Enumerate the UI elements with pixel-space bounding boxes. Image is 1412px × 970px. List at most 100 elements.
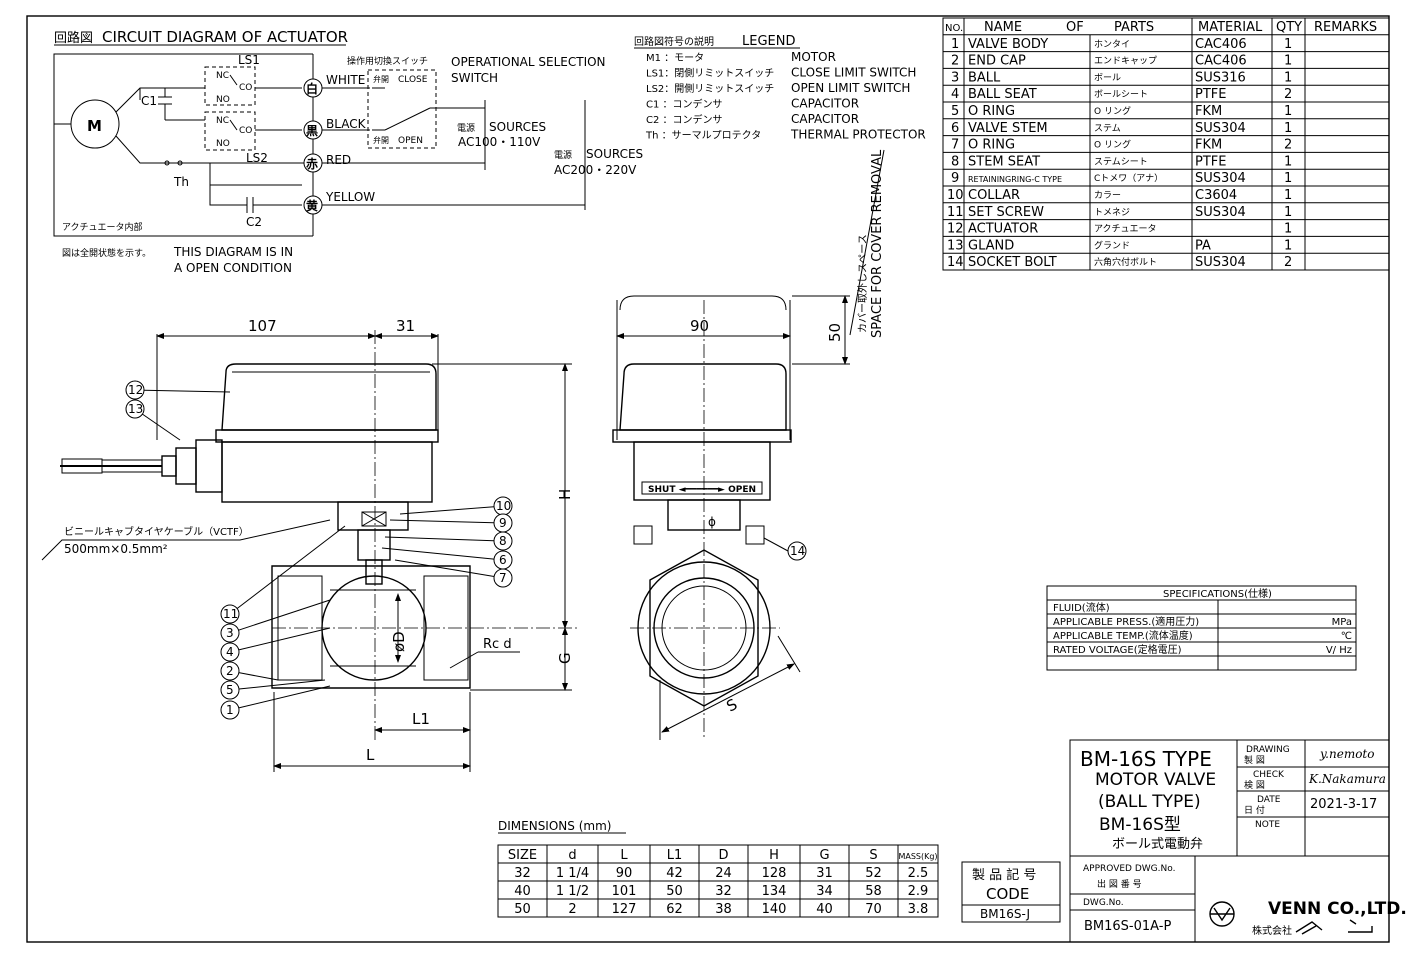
parts-qty: 2 xyxy=(1284,87,1292,102)
dim-cell: 38 xyxy=(715,902,732,917)
dim-header: MASS(Kg) xyxy=(898,852,937,861)
wire-yellow: YELLOW xyxy=(325,190,375,204)
legend-meaning: CAPACITOR xyxy=(791,112,859,126)
legend-symbol: M1 ：モータ xyxy=(646,52,704,64)
parts-header-of: OF xyxy=(1066,20,1084,35)
parts-name: BALL xyxy=(968,70,1001,85)
part-balloon xyxy=(493,568,513,588)
dim-rc: Rc d xyxy=(483,637,512,652)
balloon-number: 5 xyxy=(226,683,234,697)
parts-name-jp: O リング xyxy=(1094,105,1131,117)
parts-name: SET SCREW xyxy=(968,205,1044,220)
switch-label: OPERATIONAL SELECTION xyxy=(451,55,606,69)
note-line2: A OPEN CONDITION xyxy=(174,261,292,275)
parts-no: 5 xyxy=(951,104,959,119)
dimensions-title: DIMENSIONS (mm) xyxy=(498,819,611,833)
parts-qty: 1 xyxy=(1284,54,1292,69)
parts-name-jp: トメネジ xyxy=(1094,207,1130,218)
legend-meaning: MOTOR xyxy=(791,50,836,64)
dim-header: SIZE xyxy=(508,848,537,863)
drawing-signature: y.nemoto xyxy=(1319,747,1374,761)
th-label: Th xyxy=(173,175,189,189)
spec-unit: MPa xyxy=(1332,617,1352,628)
spec-unit: V/ Hz xyxy=(1326,645,1352,656)
parts-header-remarks: REMARKS xyxy=(1314,20,1377,35)
part-balloon xyxy=(220,623,240,643)
dim-cell: 90 xyxy=(616,866,633,881)
parts-no: 8 xyxy=(951,154,959,169)
valve-body xyxy=(271,565,471,689)
part-balloon xyxy=(125,399,145,419)
legend-meaning: OPEN LIMIT SWITCH xyxy=(791,81,910,95)
spec-label: FLUID(流体) xyxy=(1053,601,1110,614)
dim-cell: 1 1/2 xyxy=(556,884,589,899)
terminal-red: 赤 xyxy=(306,156,318,171)
parts-material: SUS304 xyxy=(1195,205,1246,220)
note-label: NOTE xyxy=(1255,820,1280,830)
parts-no: 11 xyxy=(947,205,964,220)
title-line2: MOTOR VALVE xyxy=(1095,770,1216,790)
dim-h: H xyxy=(556,489,574,500)
parts-material: SUS304 xyxy=(1195,121,1246,136)
ls1-co: CO xyxy=(239,83,252,93)
parts-no: 13 xyxy=(947,238,964,253)
close-jp: 弁開 xyxy=(373,74,389,84)
parts-no: 10 xyxy=(947,188,964,203)
parts-material: CAC406 xyxy=(1195,37,1247,52)
circuit-title: CIRCUIT DIAGRAM OF ACTUATOR xyxy=(102,28,348,46)
code-label-jp: 製 品 記 号 xyxy=(972,867,1036,883)
legend-meaning: CLOSE LIMIT SWITCH xyxy=(791,66,916,80)
dim-header: S xyxy=(869,848,877,863)
parts-name: GLAND xyxy=(968,238,1014,253)
title-line5: ボール式電動弁 xyxy=(1112,837,1203,852)
parts-no: 12 xyxy=(947,222,964,237)
approved-label: APPROVED DWG.No. xyxy=(1083,864,1175,874)
date-label: DATE xyxy=(1257,795,1281,805)
parts-name: BALL SEAT xyxy=(968,87,1037,102)
parts-header-name: NAME xyxy=(984,20,1022,35)
check-signature: K.Nakamura xyxy=(1308,772,1386,786)
dim-header: d xyxy=(568,848,576,863)
dim-90: 90 xyxy=(690,317,709,335)
cable-gland xyxy=(195,439,223,493)
parts-qty: 1 xyxy=(1284,37,1292,52)
cable-jp: ビニールキャブタイヤケーブル（VCTF） xyxy=(64,525,249,538)
parts-name: O RING xyxy=(968,104,1015,119)
close-label: CLOSE xyxy=(398,75,428,85)
dim-cell: 3.8 xyxy=(908,902,929,917)
parts-name-jp: カラー xyxy=(1094,190,1121,201)
part-balloon xyxy=(220,680,240,700)
balloon-number: 8 xyxy=(499,534,507,548)
switch-jp: 操作用切換スイッチ xyxy=(347,55,428,67)
dim-header: L xyxy=(620,848,628,863)
balloon-number: 9 xyxy=(499,516,507,530)
ls2-co: CO xyxy=(239,126,252,136)
source2-label: SOURCES xyxy=(586,147,643,161)
dim-header: G xyxy=(819,848,829,863)
parts-qty: 1 xyxy=(1284,70,1292,85)
parts-name: RETAININGRING-C TYPE xyxy=(968,175,1062,184)
parts-name: SOCKET BOLT xyxy=(968,255,1057,270)
terminal-yellow: 黄 xyxy=(306,198,318,213)
parts-name-jp: ボール xyxy=(1094,72,1121,83)
source1-label: SOURCES xyxy=(489,120,546,134)
balloon-number: 13 xyxy=(128,402,143,416)
parts-material: FKM xyxy=(1195,104,1222,119)
sheet-border xyxy=(26,15,1390,943)
balloon-number: 6 xyxy=(499,553,507,567)
dim-cell: 127 xyxy=(612,902,637,917)
parts-material: PA xyxy=(1195,238,1211,253)
parts-material: PTFE xyxy=(1195,87,1226,102)
parts-qty: 2 xyxy=(1284,138,1292,153)
parts-material: SUS304 xyxy=(1195,255,1246,270)
motor-label: M xyxy=(87,117,102,135)
terminal-white: 白 xyxy=(306,81,318,96)
parts-qty: 1 xyxy=(1284,188,1292,203)
cover-removal-note: カバー取外しスペース SPACE FOR COVER REMOVAL xyxy=(849,149,885,338)
parts-name-jp: グランド xyxy=(1094,239,1130,251)
parts-name: STEM SEAT xyxy=(968,154,1040,169)
open-label: OPEN xyxy=(398,136,423,146)
dim-cell: 58 xyxy=(865,884,882,899)
selection-switch xyxy=(367,69,437,149)
